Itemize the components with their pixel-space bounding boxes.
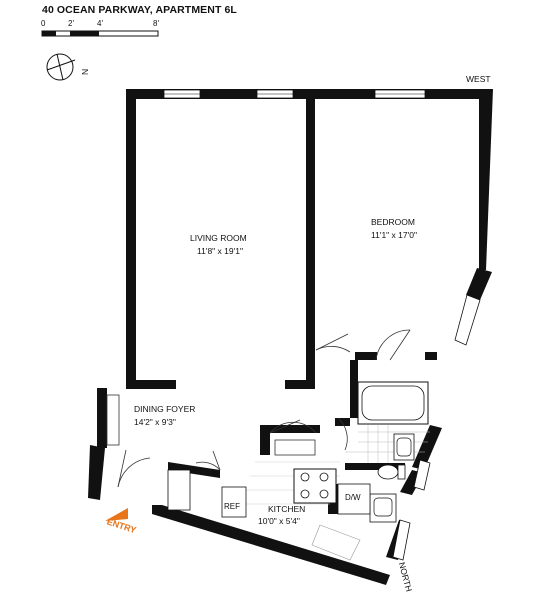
scale-label-4: 4' (97, 19, 103, 28)
kitchen-dims: 10'0" x 5'4" (258, 516, 300, 526)
bedroom-name: BEDROOM (371, 217, 415, 227)
scale-bar (41, 30, 159, 37)
bathroom (345, 381, 430, 523)
plan-title: 40 OCEAN PARKWAY, APARTMENT 6L (42, 4, 237, 16)
entry-arrow-icon (105, 508, 128, 521)
dining-foyer-dims: 14'2" x 9'3" (134, 417, 176, 427)
dining-foyer-name: DINING FOYER (134, 404, 195, 414)
ref-label: REF (224, 502, 240, 511)
living-room-dims: 11'8" x 19'1" (197, 246, 243, 256)
living-room-name: LIVING ROOM (190, 233, 247, 243)
bedroom-dims: 11'1" x 17'0" (371, 230, 417, 240)
dw-label: D/W (345, 493, 361, 502)
scale-label-8: 8' (153, 19, 159, 28)
windows (163, 89, 481, 561)
scale-label-2: 2' (68, 19, 74, 28)
kitchen (167, 461, 371, 561)
west-label: WEST (466, 74, 491, 84)
compass-icon: N (46, 53, 90, 81)
north-label: NORTH (397, 561, 414, 593)
closet (106, 394, 316, 456)
kitchen-name: KITCHEN (268, 504, 305, 514)
scale-label-0: 0 (41, 19, 46, 28)
compass-letter: N (80, 69, 90, 75)
doors (117, 329, 411, 488)
